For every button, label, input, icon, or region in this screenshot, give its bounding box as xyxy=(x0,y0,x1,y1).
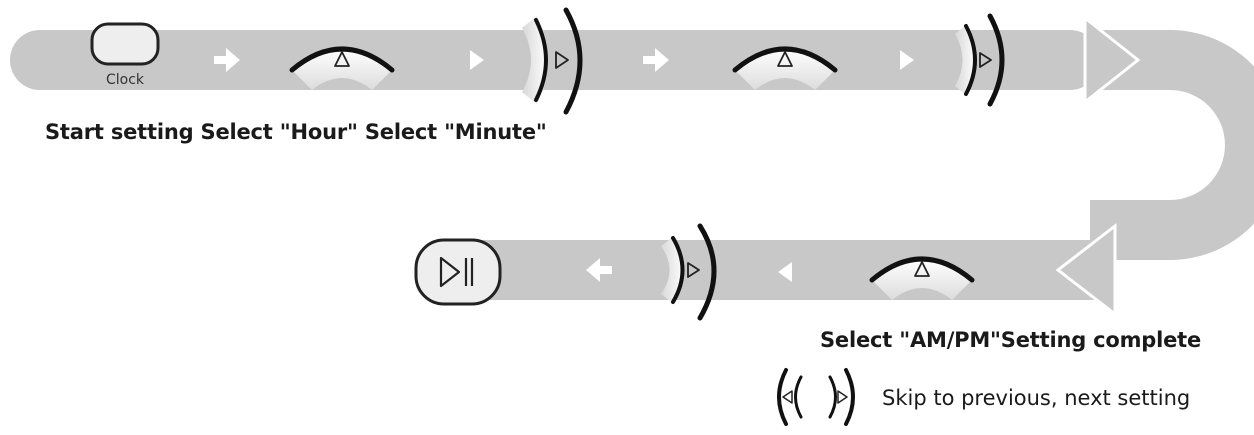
white-arrow-icon xyxy=(586,258,612,282)
right-arc-button-icon xyxy=(955,13,1005,107)
white-arrow-icon xyxy=(214,48,240,72)
legend-text: Skip to previous, next setting xyxy=(882,386,1191,410)
up-arc-button-icon xyxy=(289,46,395,90)
right-arc-button-icon xyxy=(522,7,583,115)
clock-button: Clock xyxy=(90,22,160,88)
clock-button-label: Clock xyxy=(106,72,145,88)
white-triangle-icon xyxy=(900,50,914,70)
white-triangle-icon xyxy=(778,262,792,282)
play-pause-button-icon xyxy=(414,238,502,306)
right-arc-button-icon xyxy=(661,223,717,321)
white-arrow-icon xyxy=(643,48,669,72)
up-arc-button-icon xyxy=(869,256,975,300)
bottom-caption: Select "AM/PM"Setting complete xyxy=(820,328,1202,352)
right-arc-button-icon xyxy=(828,368,855,426)
flow-band xyxy=(10,14,1254,318)
clock-button-icon xyxy=(90,22,160,66)
white-triangle-icon xyxy=(470,50,484,70)
top-caption: Start setting Select "Hour" Select "Minu… xyxy=(45,120,547,144)
up-arc-button-icon xyxy=(732,46,838,90)
left-arc-button-icon xyxy=(777,368,803,426)
